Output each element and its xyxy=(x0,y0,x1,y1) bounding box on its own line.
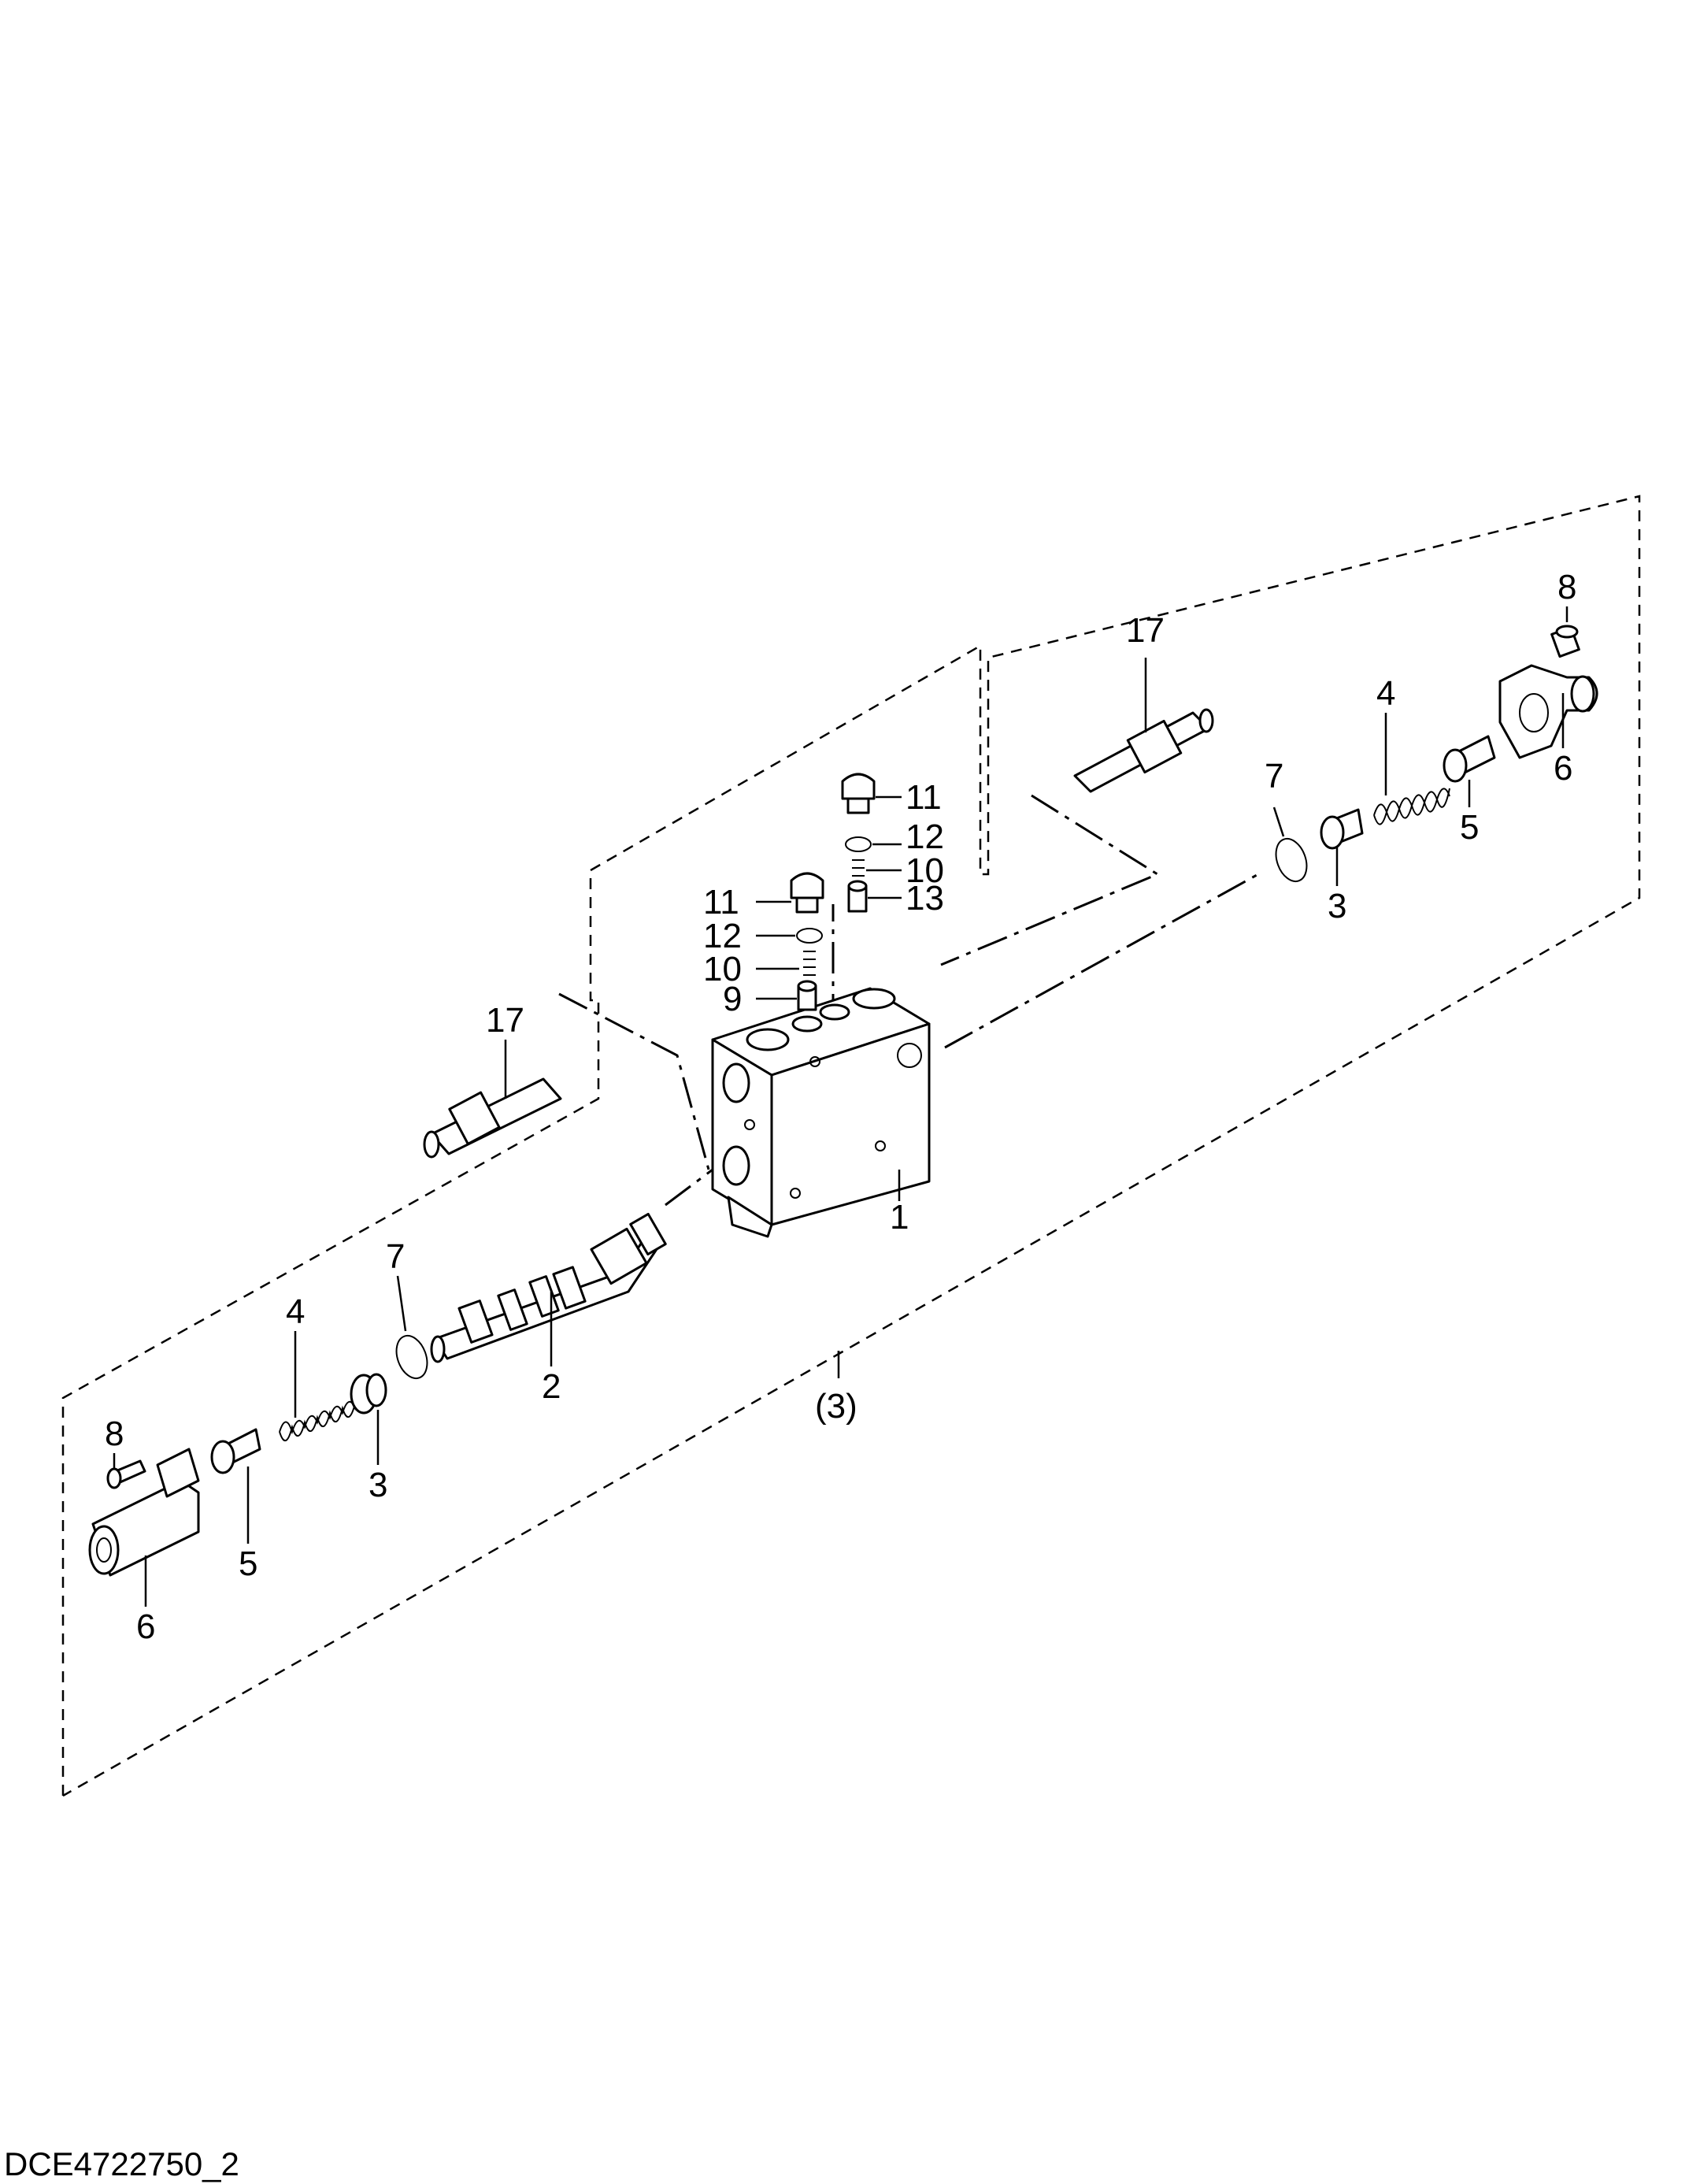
spring-right xyxy=(1373,788,1450,825)
end-cover-right xyxy=(1498,664,1598,759)
drawing-code: DCE4722750_2 xyxy=(4,2145,239,2182)
label-part-12-left: 12 xyxy=(703,917,742,955)
spring-10-left xyxy=(803,951,816,976)
plug-left xyxy=(790,872,824,914)
spring-10-right xyxy=(852,859,865,877)
leader-lines xyxy=(113,606,1569,1607)
label-part-3-left: 3 xyxy=(369,1466,387,1504)
label-part-3-right: 3 xyxy=(1328,887,1346,925)
label-part-5-left: 5 xyxy=(239,1544,257,1583)
end-cover-left xyxy=(88,1448,200,1577)
bushing-right xyxy=(1443,735,1496,783)
top-plug-parts xyxy=(790,773,876,1011)
check-poppet-9 xyxy=(797,980,817,1011)
label-part-3-group: (3) xyxy=(815,1387,857,1426)
label-part-17-left: 17 xyxy=(486,1001,524,1040)
check-poppet-13 xyxy=(847,880,868,913)
left-end-parts xyxy=(88,1077,562,1577)
label-part-8-left: 8 xyxy=(105,1415,124,1453)
o-ring-12-right xyxy=(845,836,872,852)
spring-seat-left xyxy=(350,1373,387,1415)
label-part-10-right: 10 xyxy=(906,851,944,890)
label-part-6-right: 6 xyxy=(1554,749,1572,788)
relief-valve-right xyxy=(1073,708,1214,793)
valve-housing-part-1 xyxy=(711,987,931,1238)
label-part-2: 2 xyxy=(542,1367,561,1406)
label-part-10-left: 10 xyxy=(703,950,742,988)
label-part-9: 9 xyxy=(723,980,742,1018)
relief-valve-left xyxy=(423,1077,562,1159)
part-labels: 1 2 (3) 3 3 4 4 5 5 6 6 7 7 8 8 9 10 10 … xyxy=(105,568,1576,1646)
label-part-4-right: 4 xyxy=(1376,674,1395,713)
o-ring-right xyxy=(1275,837,1308,883)
label-part-8-right: 8 xyxy=(1557,568,1576,606)
right-end-parts xyxy=(1073,625,1598,883)
label-part-11-right: 11 xyxy=(906,778,942,817)
o-ring-12-left xyxy=(796,928,823,944)
label-part-13: 13 xyxy=(906,879,944,918)
label-part-7-left: 7 xyxy=(386,1237,405,1276)
label-part-1: 1 xyxy=(890,1198,909,1237)
plug-right xyxy=(841,773,876,814)
label-part-5-right: 5 xyxy=(1460,808,1479,847)
label-part-7-right: 7 xyxy=(1265,757,1283,795)
label-part-17-right: 17 xyxy=(1126,611,1165,650)
spool-part-2 xyxy=(430,1212,667,1363)
spring-seat-right xyxy=(1320,808,1364,850)
bushing-left xyxy=(210,1428,261,1474)
label-part-4-left: 4 xyxy=(286,1292,305,1331)
label-part-6-left: 6 xyxy=(136,1607,155,1646)
bolt-left xyxy=(106,1459,146,1489)
label-part-12-right: 12 xyxy=(906,818,944,856)
label-part-11-left: 11 xyxy=(703,883,739,921)
bolt-right xyxy=(1550,625,1580,658)
assembly-group-outline xyxy=(61,495,1641,1797)
o-ring-left xyxy=(395,1334,428,1380)
